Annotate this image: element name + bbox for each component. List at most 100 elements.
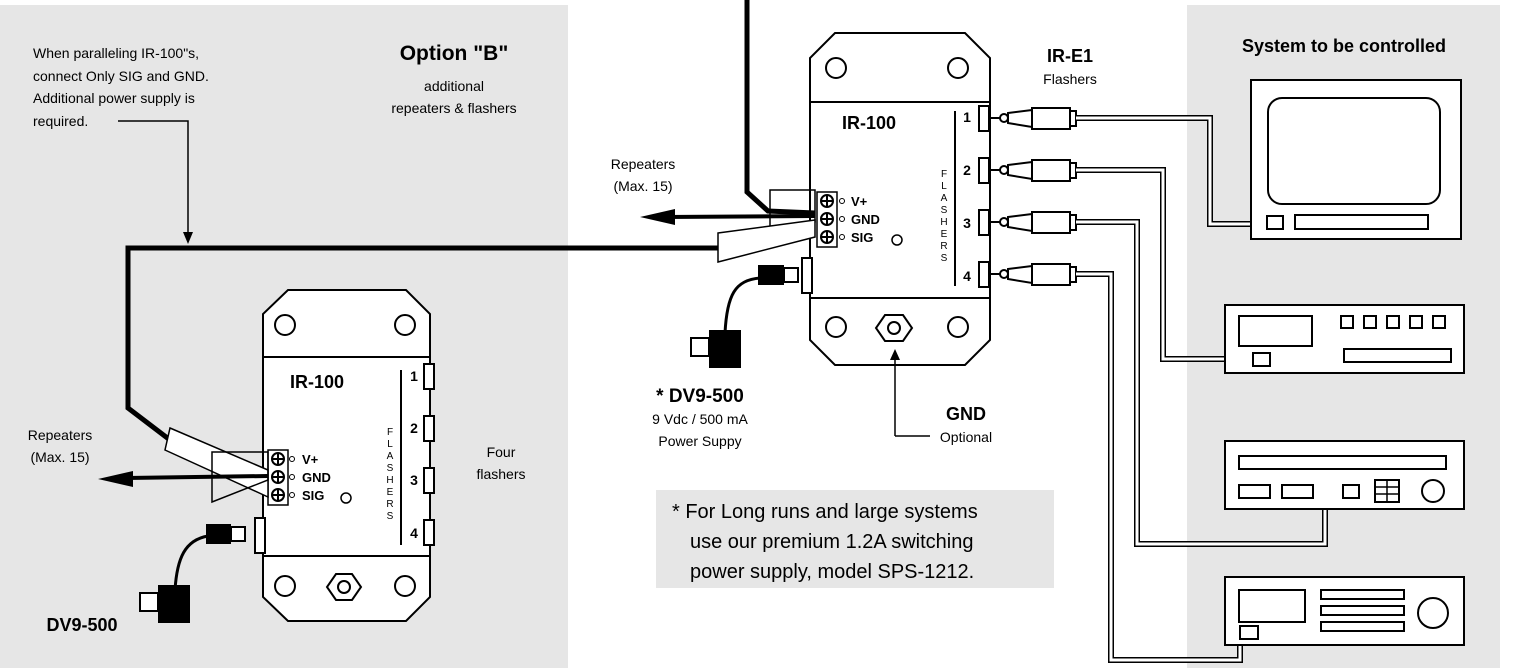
main-power-brick-prong	[690, 337, 710, 357]
second-jack-2[interactable]	[423, 415, 435, 442]
second-mount-hole-tl	[274, 314, 296, 336]
note-pointer-arrow	[183, 232, 193, 244]
main-flashers-letter: A	[941, 193, 948, 204]
option-b-subtitle-1: additional	[424, 78, 484, 94]
main-terminal-gnd: GND	[851, 212, 880, 227]
second-terminal-screws	[271, 452, 295, 502]
main-port-number: 4	[963, 268, 971, 284]
vcr-device	[1224, 304, 1465, 374]
main-power-cord	[723, 276, 761, 334]
option-b-subtitle-2: repeaters & flashers	[391, 100, 516, 116]
emitter-plugs	[989, 107, 1077, 286]
main-port-number: 3	[963, 215, 971, 231]
second-unit-top-flange	[262, 289, 431, 358]
main-cable-wedge	[717, 219, 816, 263]
main-terminal-screws	[820, 194, 845, 244]
second-power-brick-prong	[139, 592, 159, 612]
second-repeaters-arrowhead	[98, 471, 133, 487]
second-cable-wedge	[164, 426, 269, 499]
main-jack-1[interactable]	[978, 105, 990, 132]
second-power-jack[interactable]	[254, 517, 266, 554]
second-flashers-letter: L	[387, 439, 393, 450]
main-unit-top-flange	[809, 32, 991, 103]
second-flashers-letter: R	[386, 499, 393, 510]
second-power-supply	[139, 524, 246, 623]
note-line-1: When paralleling IR-100"s,	[33, 45, 199, 61]
second-unit-model: IR-100	[290, 372, 344, 392]
second-repeater-wedge	[211, 451, 269, 504]
second-port-number: 1	[410, 368, 418, 384]
main-jack-3[interactable]	[978, 209, 990, 236]
second-repeaters-arrow-line	[124, 474, 269, 480]
note-line-4: required.	[33, 113, 88, 129]
gnd-pointer-arrowhead	[890, 349, 900, 360]
second-power-label: DV9-500	[46, 615, 117, 635]
main-flashers-letter: F	[941, 169, 947, 180]
second-port-number: 2	[410, 420, 418, 436]
second-power-plug	[206, 524, 231, 544]
main-power-spec: 9 Vdc / 500 mA	[652, 411, 748, 427]
main-port-number: 2	[963, 162, 971, 178]
cd-player-device	[1224, 440, 1465, 510]
main-power-name: Power Suppy	[658, 433, 741, 449]
main-flashers-letter: S	[941, 205, 948, 216]
main-power-plug	[758, 265, 784, 285]
second-terminal-sig: SIG	[302, 488, 324, 503]
second-port-number: 3	[410, 472, 418, 488]
tv-monitor	[1250, 79, 1462, 240]
main-power-jack[interactable]	[801, 257, 813, 294]
second-power-cord	[173, 534, 209, 591]
main-flashers-letter: H	[940, 217, 947, 228]
second-flashers-letter: H	[386, 475, 393, 486]
main-port-number: 1	[963, 109, 971, 125]
footnote-box	[656, 490, 1054, 588]
main-mount-hole-tr	[947, 57, 969, 79]
main-mount-hole-tl	[825, 57, 847, 79]
main-flashers-letter: E	[941, 229, 948, 240]
note-pointer-line	[118, 120, 189, 234]
main-repeaters-max: (Max. 15)	[613, 178, 672, 194]
main-mount-hole-br	[947, 316, 969, 338]
second-jack-4[interactable]	[423, 519, 435, 546]
second-flashers-letter: E	[387, 487, 394, 498]
second-flashers-letter: A	[387, 451, 394, 462]
main-power-supply	[690, 265, 799, 368]
main-power-title: * DV9-500	[656, 386, 744, 407]
main-terminal-sig: SIG	[851, 230, 873, 245]
input-cable	[744, 0, 816, 216]
second-flashers-letter: F	[387, 427, 393, 438]
four-flashers-line1: Four	[487, 444, 516, 460]
second-ground-nut-hole	[337, 580, 351, 594]
emitter-plug-3	[989, 211, 1077, 234]
main-repeaters-label: Repeaters	[611, 156, 676, 172]
emitter-plug-1	[989, 107, 1077, 130]
emitter-plug-4	[989, 263, 1077, 286]
emitter-title: IR-E1	[1047, 46, 1093, 66]
note-line-3: Additional power supply is	[33, 90, 195, 106]
second-repeaters-max: (Max. 15)	[30, 449, 89, 465]
option-b-title: Option "B"	[400, 42, 509, 65]
main-led-indicator	[891, 234, 903, 246]
second-jack-1[interactable]	[423, 363, 435, 390]
second-jack-3[interactable]	[423, 467, 435, 494]
second-ground-nut-icon	[325, 573, 363, 601]
main-jack-4[interactable]	[978, 261, 990, 288]
main-flashers-letter: L	[941, 181, 947, 192]
second-power-plug-tip	[230, 526, 246, 542]
footnote-line2: use our premium 1.2A switching	[690, 531, 973, 553]
main-jack-2[interactable]	[978, 157, 990, 184]
second-mount-hole-br	[394, 575, 416, 597]
second-port-number: 4	[410, 525, 418, 541]
gnd-title: GND	[946, 404, 986, 424]
four-flashers-line2: flashers	[476, 466, 525, 482]
second-flashers-letter: S	[387, 511, 394, 522]
main-unit-model: IR-100	[842, 113, 896, 133]
second-mount-hole-tr	[394, 314, 416, 336]
emitter-sub: Flashers	[1043, 71, 1097, 87]
gnd-sub: Optional	[940, 429, 992, 445]
second-power-brick	[158, 585, 190, 623]
main-repeaters-arrow-line	[664, 214, 816, 219]
footnote-line3: power supply, model SPS-1212.	[690, 561, 974, 583]
